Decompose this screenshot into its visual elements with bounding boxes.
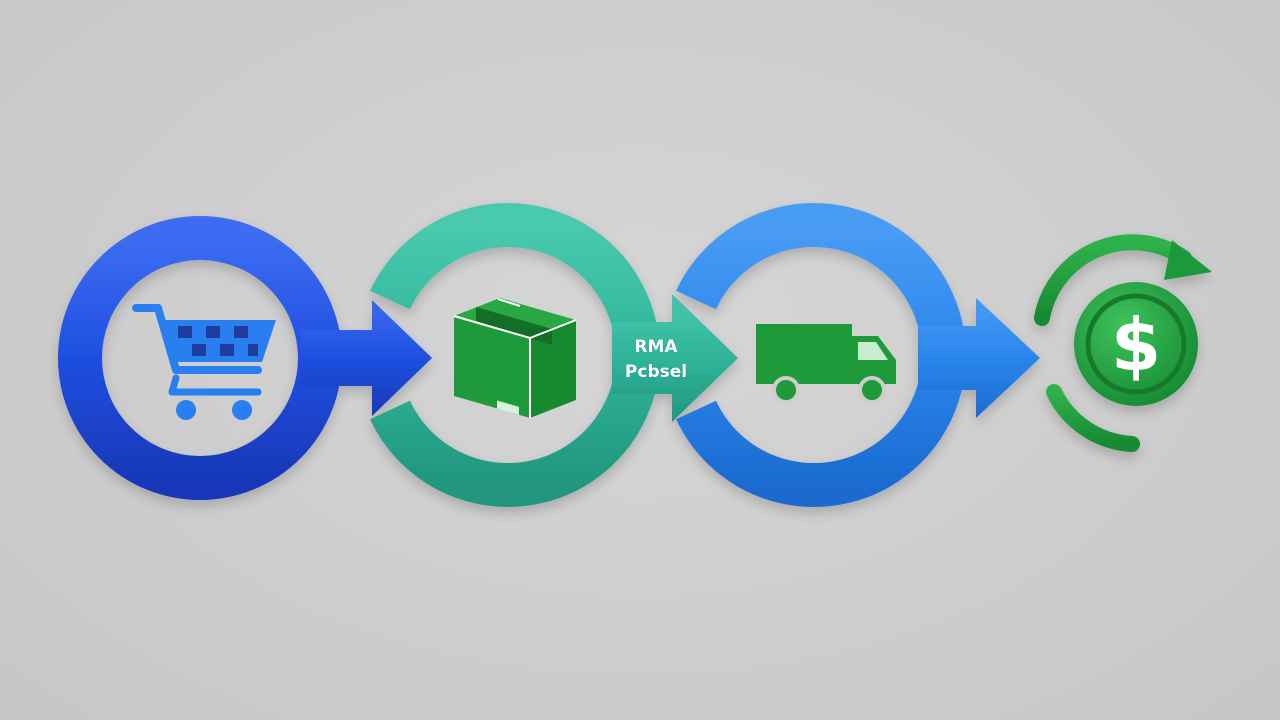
stage-delivery xyxy=(676,203,1040,507)
arrow-connector-3 xyxy=(918,298,1040,418)
shopping-cart-icon xyxy=(132,304,276,420)
package-box-icon xyxy=(453,298,577,418)
refund-arrow-arc-top xyxy=(1034,234,1192,326)
dollar-sign: $ xyxy=(1111,303,1161,387)
delivery-truck-icon xyxy=(756,324,896,404)
stage-refund xyxy=(1034,234,1212,452)
arrow-label: RMA Pcbsel xyxy=(625,337,688,383)
coin xyxy=(1074,282,1198,406)
dollar-refund-icon: $ xyxy=(1111,303,1161,387)
arrow-label-line1: RMA xyxy=(634,337,678,357)
arrow-connector-1 xyxy=(300,300,432,416)
refund-arrowhead xyxy=(1164,240,1212,280)
arrow-connector-2 xyxy=(612,294,738,422)
stage-package xyxy=(370,203,738,507)
stage-cart xyxy=(58,216,432,500)
refund-arrow-arc-bottom xyxy=(1046,384,1140,452)
arrow-label-line2: Pcbsel xyxy=(625,362,687,382)
